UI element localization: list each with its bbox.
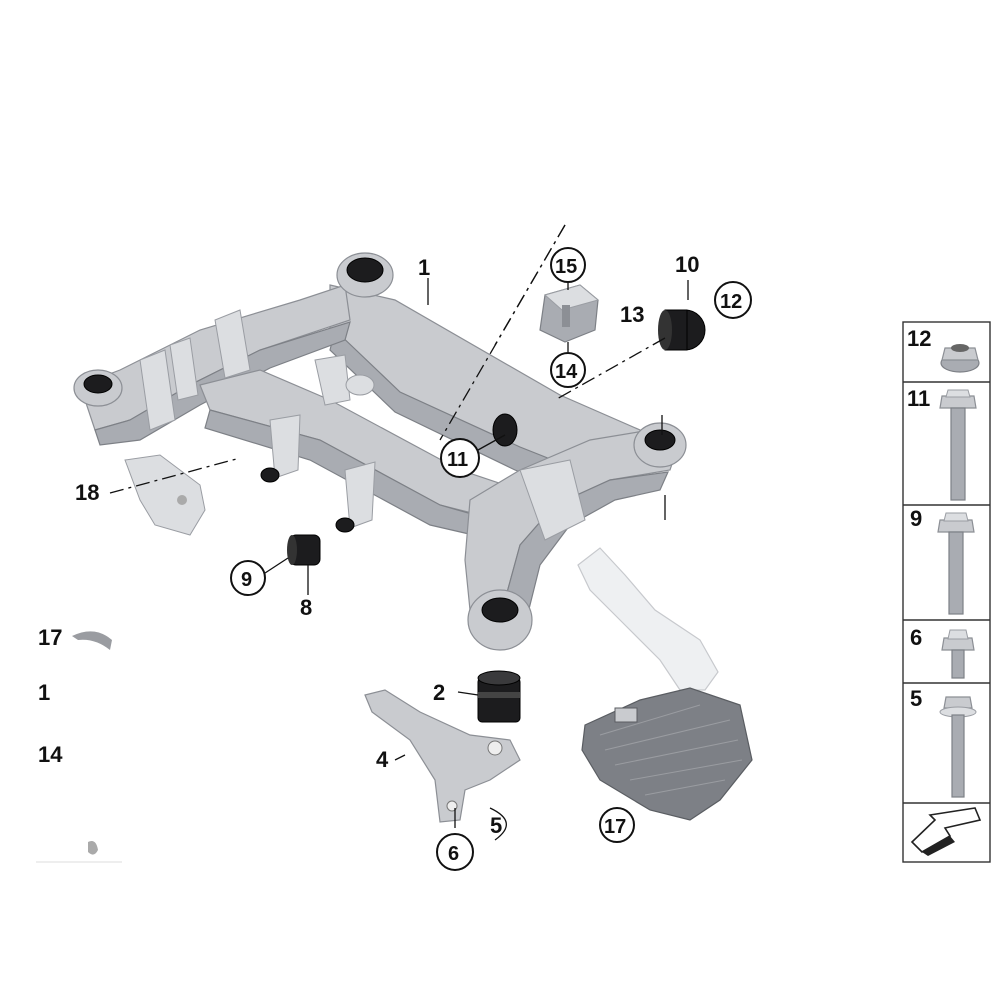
callout-8: 8 [300,595,312,620]
right-legend-row-9: 9 [910,506,922,531]
callout-12: 12 [720,291,742,313]
left-legend-row-3: 14 [38,742,63,767]
callout-14: 14 [555,361,578,383]
left-legend-row-2: 1 [38,680,50,705]
callout-4: 4 [376,747,389,772]
callout-ring-14 [550,352,586,388]
right-legend-row-6: 6 [910,625,922,650]
bushing-8 [287,534,321,566]
underbody-shield [581,687,753,821]
callout-ring-12 [714,281,752,319]
bushing-10 [658,309,706,351]
right-legend: 12 11 9 6 5 [902,321,991,863]
callout-17: 17 [604,816,626,838]
callout-15: 15 [555,256,577,278]
reinforcement-bracket [364,689,521,823]
callouts: 1 15 13 14 10 12 11 18 9 8 2 4 5 6 17 [75,247,752,871]
side-bracket [124,454,206,536]
callout-9: 9 [241,569,252,591]
right-legend-row-12: 12 [907,326,931,351]
callout-ring-9 [230,560,266,596]
callout-10: 10 [675,252,699,277]
leader-lines [109,224,689,841]
callout-ring-6 [436,833,474,871]
rubber-buffer [539,284,600,343]
left-legend-row-1: 17 [38,625,62,650]
callout-2: 2 [433,680,445,705]
left-legend: 17 1 14 [36,625,122,863]
direction-arrow-icon [910,807,982,856]
callout-6: 6 [448,843,459,865]
right-legend-row-5: 5 [910,686,922,711]
callout-ring-11 [440,438,480,478]
control-arm-ghost [577,547,719,691]
callout-5: 5 [490,813,502,838]
rear-subframe [73,252,687,651]
right-legend-row-11: 11 [907,386,930,411]
callout-13: 13 [620,302,644,327]
callout-ring-17 [599,807,635,843]
callout-11: 11 [447,449,468,471]
callout-1: 1 [418,255,430,280]
rubber-mount [477,670,521,723]
callout-18: 18 [75,480,99,505]
callout-ring-15 [550,247,586,283]
